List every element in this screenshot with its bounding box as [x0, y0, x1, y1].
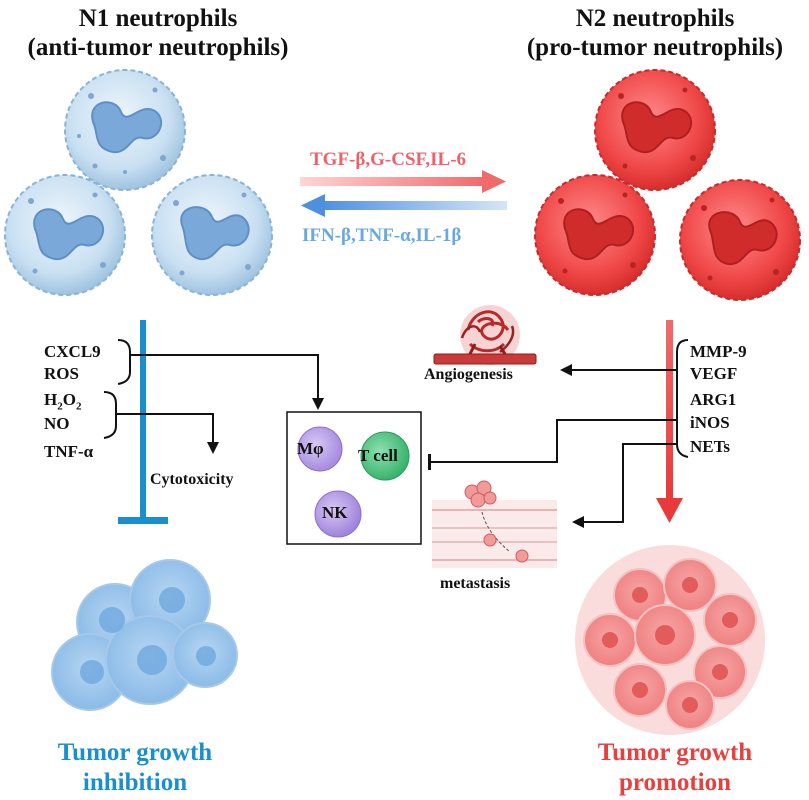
n1-neutrophil-cell	[4, 174, 126, 296]
n2-neutrophil-cell	[679, 179, 801, 301]
factor-cxcl9: CXCL9	[44, 342, 101, 361]
bracket-h2o2-no	[103, 391, 117, 439]
n2-title-line2: (pro-tumor neutrophils)	[526, 34, 784, 61]
n1-outcome: Tumor growth inhibition	[10, 738, 260, 798]
n1-title: N1 neutrophils (anti-tumor neutrophils)	[8, 4, 308, 62]
arrow-to-metastasis	[572, 443, 677, 528]
factor-vegf: VEGF	[690, 364, 738, 383]
factor-h2o2: H2O2	[44, 389, 81, 417]
factor-inos: iNOS	[690, 413, 730, 432]
t-cell-label: T cell	[358, 446, 398, 465]
h2o2-sub2: 2	[75, 400, 82, 413]
n1-neutrophil-cell	[64, 69, 186, 191]
n2-title-line1: N2 neutrophils	[575, 5, 735, 32]
to-n1-arrow	[301, 194, 507, 217]
n2-outcome: Tumor growth promotion	[550, 738, 800, 798]
h2o2-sub1: 2	[57, 400, 63, 413]
arrow-to-angiogenesis	[560, 364, 677, 376]
n2-outcome-line2: promotion	[618, 769, 732, 796]
n2-neutrophil-cell	[594, 69, 716, 191]
nk-label: NK	[322, 503, 348, 522]
nk-cell	[314, 490, 362, 538]
macrophage-label: Mφ	[297, 439, 324, 458]
n1-neutrophil-cell	[151, 174, 273, 296]
factor-mmp9: MMP-9	[690, 342, 747, 361]
n1-neutrophil-cluster	[4, 69, 273, 296]
h2o2-mid: O	[62, 390, 76, 409]
n1-outcome-line2: inhibition	[82, 769, 188, 796]
macrophage-cell	[297, 426, 343, 472]
n2-neutrophil-cluster	[534, 69, 801, 301]
red-tumor	[575, 545, 765, 735]
n1-inhibition-line	[118, 320, 168, 524]
bracket-cxcl9-ros	[117, 339, 131, 385]
metastasis-illustration	[432, 480, 557, 568]
factor-tnf-alpha: TNF-α	[44, 442, 94, 461]
angiogenesis-vessel	[433, 305, 537, 365]
factor-ros: ROS	[44, 364, 79, 383]
n2-title: N2 neutrophils (pro-tumor neutrophils)	[505, 4, 805, 62]
n2-outcome-line1: Tumor growth	[597, 739, 753, 766]
factor-no: NO	[44, 414, 70, 433]
n2-promotion-arrow	[656, 320, 683, 523]
angiogenesis-label: Angiogenesis	[424, 366, 513, 383]
arrow-to-immune-box	[130, 354, 324, 410]
arrow-to-cytotoxicity	[116, 413, 219, 454]
metastasis-label: metastasis	[440, 575, 511, 592]
to-n2-factors: TGF-β,G-CSF,IL-6	[310, 149, 467, 170]
to-n2-arrow	[300, 170, 506, 193]
n1-title-line1: N1 neutrophils	[78, 5, 238, 32]
to-n1-factors: IFN-β,TNF-α,IL-1β	[302, 225, 462, 246]
h2o2-base: H	[44, 390, 58, 409]
bracket-n2-factors	[676, 339, 689, 458]
n1-outcome-line1: Tumor growth	[57, 739, 213, 766]
cytotoxicity-label: Cytotoxicity	[150, 471, 234, 488]
blue-tumor	[51, 559, 238, 711]
n2-neutrophil-cell	[534, 174, 656, 296]
t-cell	[360, 431, 410, 481]
inhibit-immune-line	[428, 419, 676, 470]
factor-nets: NETs	[690, 437, 731, 456]
factor-arg1: ARG1	[690, 390, 737, 409]
n1-title-line2: (anti-tumor neutrophils)	[27, 34, 289, 61]
